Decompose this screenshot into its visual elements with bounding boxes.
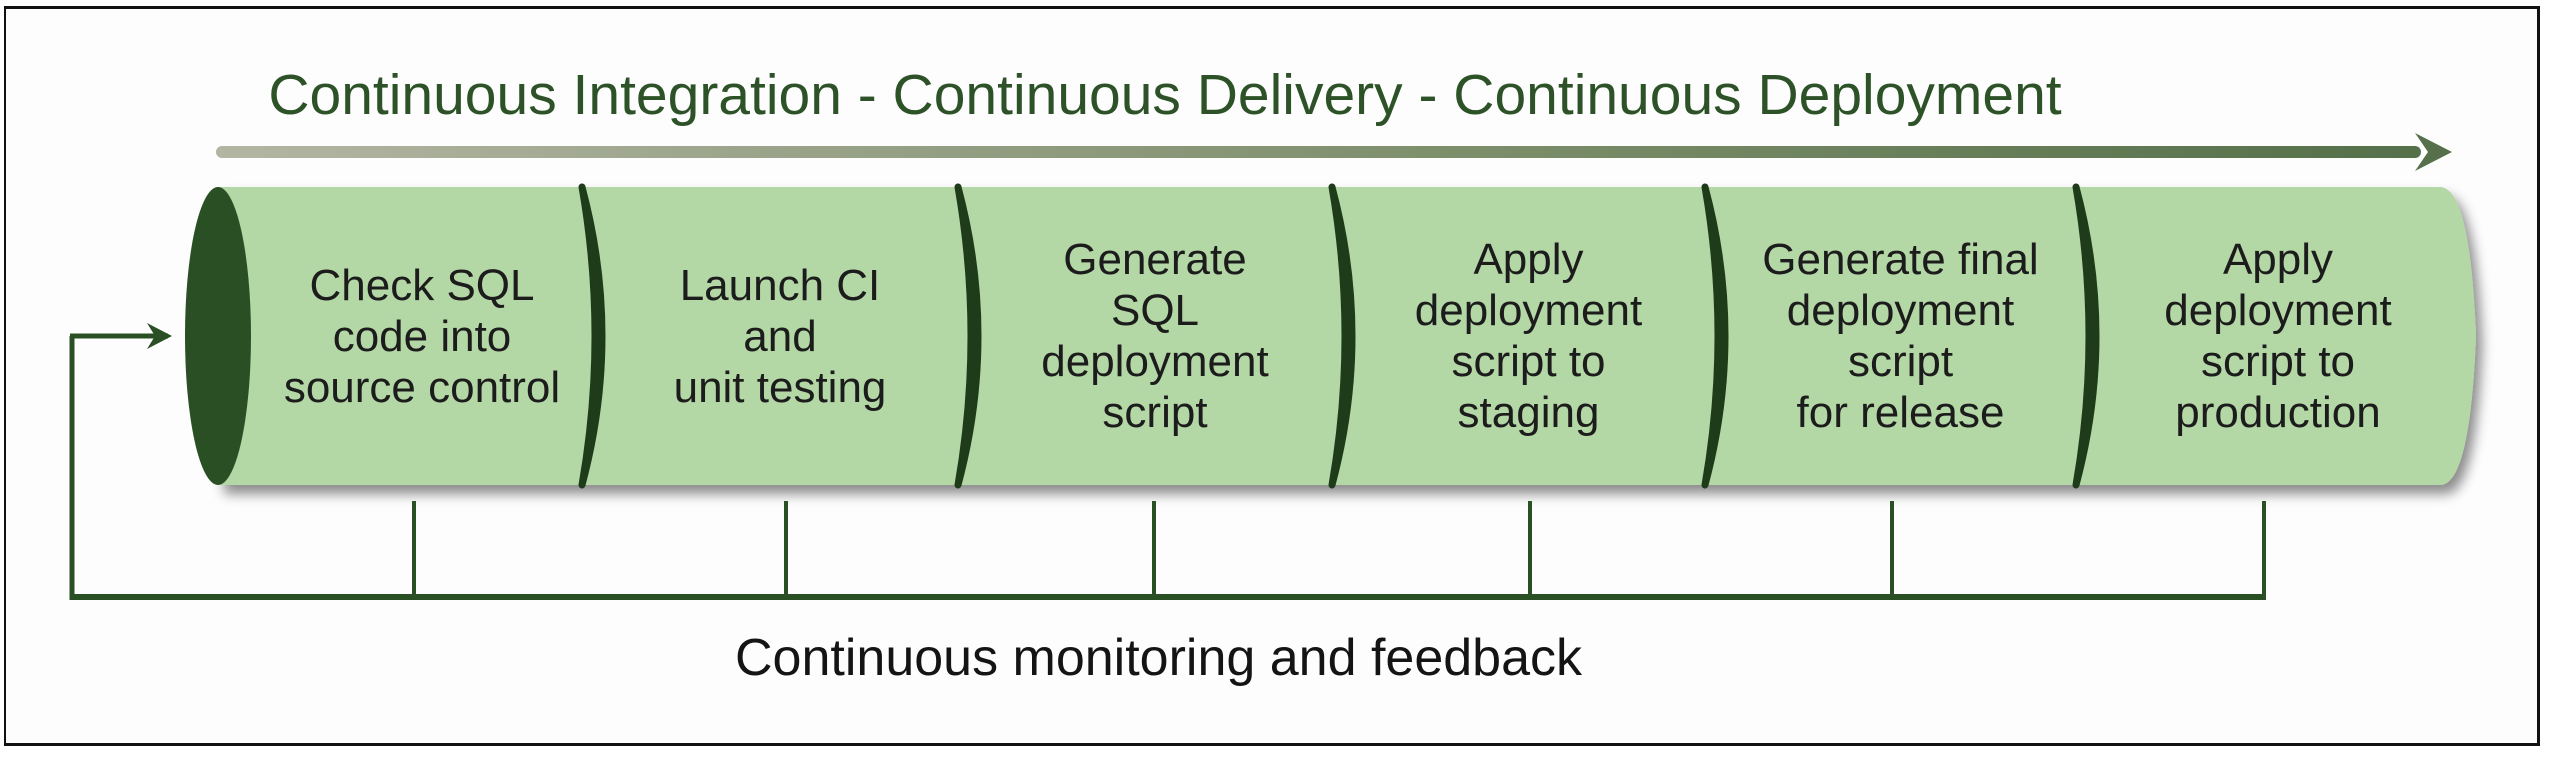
footer-caption: Continuous monitoring and feedback [735, 629, 1583, 687]
segment-separators [578, 183, 2100, 489]
segment-separator [2072, 183, 2100, 489]
feedback-arrow-head [147, 323, 172, 349]
stage-apply-staging: Apply deployment script to staging [1414, 235, 1643, 437]
segment-separator [954, 183, 982, 489]
stage-launch-ci: Launch CI and unit testing [673, 260, 887, 412]
feedback-drop-lines [412, 501, 2266, 597]
stage-apply-production: Apply deployment script to production [2164, 235, 2392, 437]
segment-separator [1701, 183, 1729, 489]
progress-arrow-shaft [216, 146, 2421, 158]
cylinder-left-cap [185, 187, 251, 485]
diagram-title: Continuous Integration - Continuous Deli… [0, 62, 2560, 128]
progress-arrow-head [2415, 133, 2452, 171]
stage-check-in: Check SQL code into source control [283, 260, 561, 412]
segment-separator [578, 183, 606, 489]
feedback-loop [69, 323, 2266, 600]
segment-separator [1328, 183, 1356, 489]
stage-generate-script: Generate SQL deployment script [1041, 235, 1269, 437]
title-text: Continuous Integration - Continuous Deli… [268, 63, 2062, 127]
stage-generate-final: Generate final deployment script for rel… [1762, 235, 2039, 437]
progress-arrow [216, 133, 2452, 171]
